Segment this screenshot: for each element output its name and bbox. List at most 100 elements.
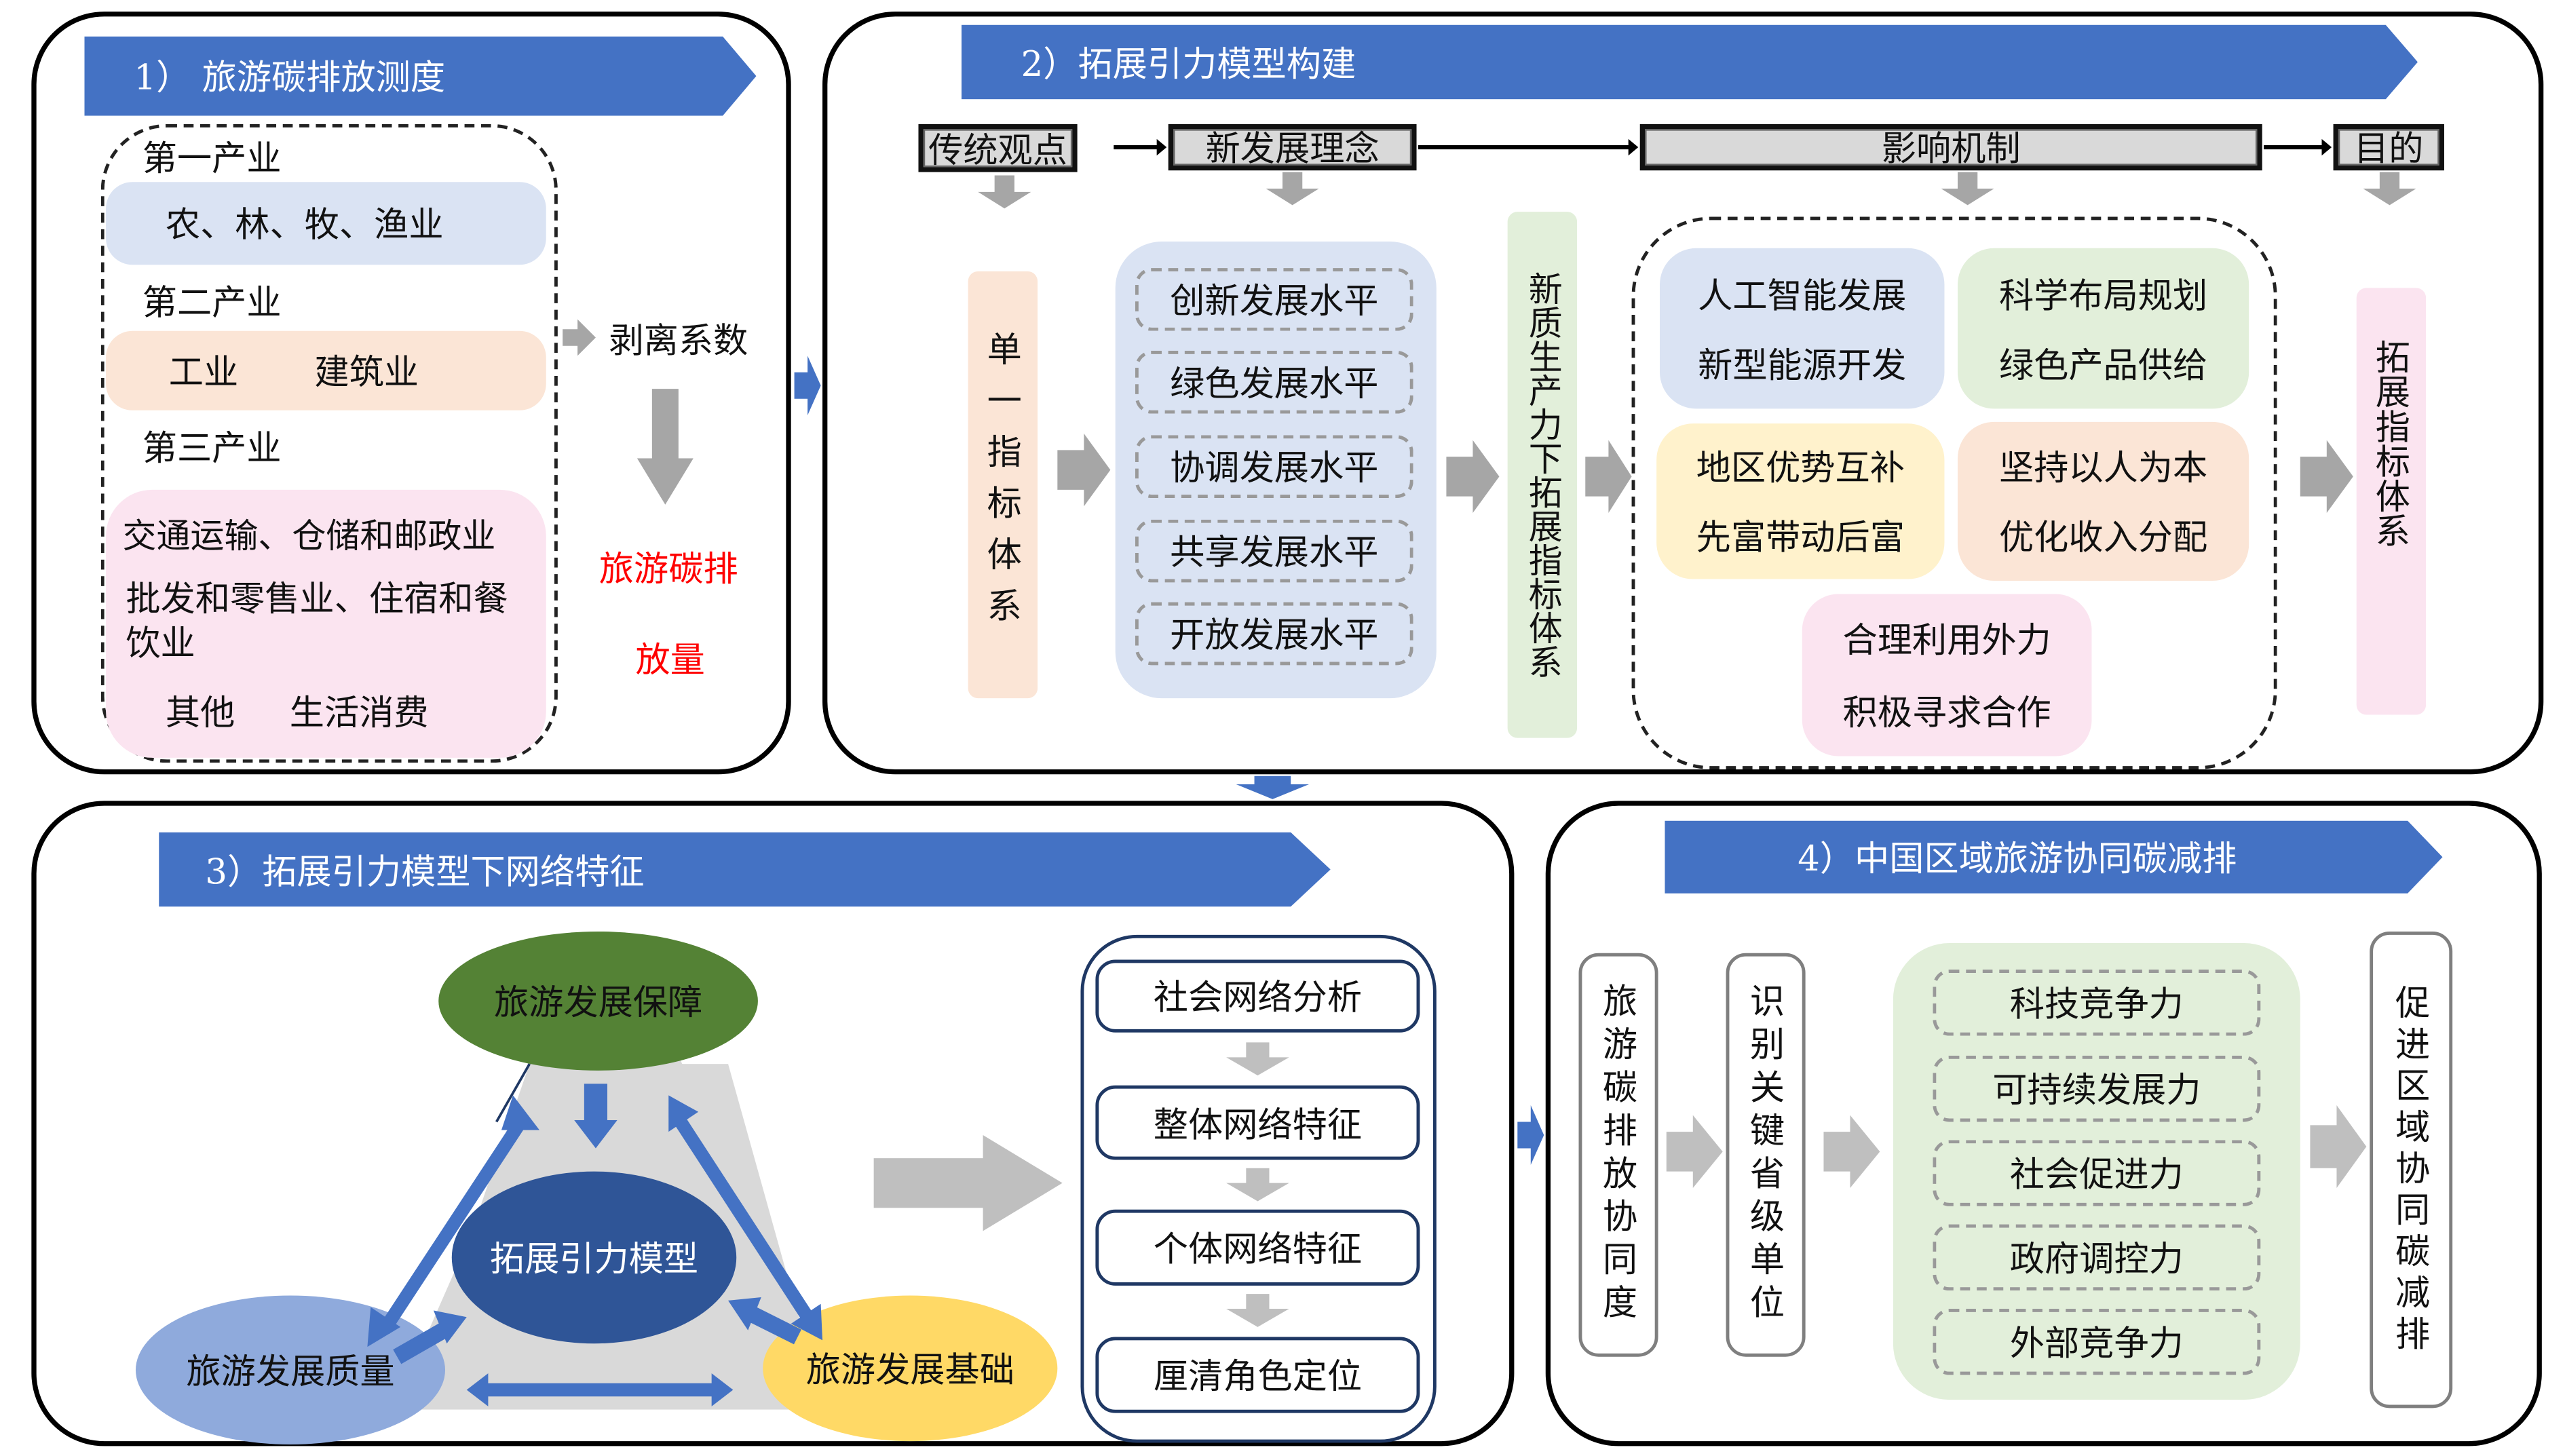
- mechanism-group: [1631, 216, 2277, 769]
- secondary-item-construction: 建筑业: [314, 352, 419, 392]
- mechanism-people-line2: 优化收入分配: [1998, 518, 2208, 558]
- mechanism-planning-green: 科学布局规划 绿色产品供给: [1957, 248, 2249, 409]
- new-quality-index-box: 新质生产力下拓展指标体系: [1507, 212, 1578, 738]
- key-provinces-box: 识别关键省级单位: [1726, 953, 1806, 1357]
- flow-arrow-3-icon: [1585, 440, 1632, 513]
- force-social: 社会促进力: [1933, 1140, 2261, 1206]
- force-sustainability: 可持续发展力: [1933, 1055, 2261, 1122]
- expanded-index-box: 拓展指标体系: [2356, 288, 2427, 715]
- header-arrow-2-icon: [1418, 138, 1639, 156]
- big-arrow-right-icon: [873, 1134, 1063, 1231]
- header-traditional: 传统观点: [918, 123, 1078, 172]
- connector-arrow-right-2-icon: [1517, 1105, 1544, 1165]
- force-technology: 科技竞争力: [1933, 970, 2261, 1036]
- p4-flow-arrow-2-icon: [1823, 1115, 1880, 1188]
- secondary-industry-box: 工业 建筑业: [106, 330, 546, 410]
- step-role-positioning: 厘清角色定位: [1095, 1337, 1420, 1413]
- panel1-title: 1） 旅游碳排放测度: [134, 58, 446, 98]
- panel2-title-banner: 2）拓展引力模型构建: [961, 24, 2418, 100]
- result-label-line1: 旅游碳排: [598, 549, 738, 590]
- node-left-label: 旅游发展质量: [186, 1352, 395, 1392]
- result-label-line2: 放量: [635, 640, 705, 681]
- node-right-label: 旅游发展基础: [805, 1349, 1014, 1390]
- flow-arrow-2-icon: [1446, 440, 1500, 513]
- coefficient-label: 剥离系数: [609, 321, 748, 361]
- tertiary-item-transport: 交通运输、仓储和邮政业: [122, 516, 496, 556]
- panel1-title-banner: 1） 旅游碳排放测度: [84, 36, 757, 116]
- secondary-industry-label: 第二产业: [142, 283, 282, 323]
- arrow-left-to-center-icon: [393, 1310, 467, 1364]
- arrow-right-icon: [563, 319, 596, 356]
- consumption-item: 生活消费: [289, 693, 429, 733]
- tertiary-industry-label: 第三产业: [142, 428, 282, 469]
- dev-level-green: 绿色发展水平: [1135, 351, 1413, 414]
- industry-group: [100, 123, 558, 763]
- node-tourism-guarantee: 旅游发展保障: [438, 931, 758, 1071]
- dev-levels-group: [1115, 242, 1437, 699]
- force-government: 政府调控力: [1933, 1224, 2261, 1291]
- single-index-box: 单一指标体系: [968, 271, 1038, 699]
- arrow-top-to-center-icon: [574, 1084, 618, 1149]
- dev-level-coordination: 协调发展水平: [1135, 435, 1413, 499]
- panel3-title-banner: 3）拓展引力模型下网络特征: [159, 832, 1331, 907]
- panel2-title: 2）拓展引力模型构建: [1021, 43, 1356, 84]
- mechanism-external-cooperation: 合理利用外力 积极寻求合作: [1802, 594, 2092, 756]
- header-arrow-3-icon: [2264, 138, 2332, 156]
- arrow-right-side-icon: [668, 1095, 823, 1341]
- flow-arrow-4-icon: [2300, 440, 2353, 513]
- carbon-synergy-box: 旅游碳排放协同度: [1578, 953, 1658, 1357]
- dev-level-openness: 开放发展水平: [1135, 602, 1413, 666]
- dev-level-sharing: 共享发展水平: [1135, 519, 1413, 583]
- arrow-right-to-center-icon: [728, 1297, 801, 1345]
- header-purpose: 目的: [2333, 123, 2444, 171]
- connector-arrow-down-icon: [1236, 775, 1310, 799]
- force-external: 外部竞争力: [1933, 1309, 2261, 1375]
- step-arrow-3-icon: [1226, 1294, 1289, 1327]
- mechanism-regional-wealth: 地区优势互补 先富带动后富: [1656, 423, 1945, 579]
- tertiary-industry-box: [106, 489, 546, 758]
- panel3-title: 3）拓展引力模型下网络特征: [205, 851, 645, 892]
- header-arrow-1-icon: [1114, 138, 1167, 156]
- arrow-down-icon: [636, 389, 694, 505]
- node-top-label: 旅游发展保障: [493, 982, 703, 1023]
- header-new-concept: 新发展理念: [1168, 123, 1417, 171]
- primary-industry-items: 农、林、牧、渔业: [165, 205, 444, 245]
- down-arrow-mechanism-icon: [1941, 172, 1994, 206]
- mechanism-external-line2: 积极寻求合作: [1842, 693, 2051, 733]
- step-arrow-1-icon: [1226, 1042, 1289, 1076]
- mechanism-planning-line2: 绿色产品供给: [1998, 345, 2208, 385]
- mechanism-regional-line2: 先富带动后富: [1696, 518, 1905, 558]
- step-overall-network: 整体网络特征: [1095, 1085, 1420, 1160]
- primary-industry-label: 第一产业: [142, 138, 282, 179]
- connector-arrow-right-icon: [794, 356, 821, 416]
- tertiary-item-retail: 批发和零售业、住宿和餐饮业: [126, 579, 508, 664]
- mechanism-regional-line1: 地区优势互补: [1696, 448, 1905, 488]
- node-gravity-model: 拓展引力模型: [451, 1171, 737, 1344]
- mechanism-ai-line2: 新型能源开发: [1698, 345, 1907, 385]
- secondary-item-industry: 工业: [168, 352, 239, 392]
- forces-group: [1893, 943, 2300, 1400]
- mechanism-ai-energy: 人工智能发展 新型能源开发: [1660, 248, 1945, 409]
- panel4-title-banner: 4）中国区域旅游协同碳减排: [1665, 820, 2443, 894]
- primary-industry-box: 农、林、牧、渔业: [106, 182, 546, 265]
- panel4-title: 4）中国区域旅游协同碳减排: [1798, 839, 2237, 879]
- flow-arrow-1-icon: [1057, 433, 1111, 507]
- network-steps-group: [1080, 934, 1437, 1443]
- step-arrow-2-icon: [1226, 1168, 1289, 1202]
- goal-box: 促进区域协同碳减排: [2370, 931, 2453, 1409]
- mechanism-planning-line1: 科学布局规划: [1998, 275, 2208, 315]
- node-center-label: 拓展引力模型: [489, 1239, 699, 1280]
- mechanism-people-income: 坚持以人为本 优化收入分配: [1957, 421, 2249, 581]
- p4-flow-arrow-1-icon: [1666, 1115, 1723, 1188]
- down-arrow-new-concept-icon: [1266, 172, 1319, 206]
- mechanism-ai-line1: 人工智能发展: [1698, 275, 1907, 315]
- down-arrow-purpose-icon: [2363, 172, 2416, 206]
- step-social-network: 社会网络分析: [1095, 959, 1420, 1033]
- mechanism-external-line1: 合理利用外力: [1842, 620, 2051, 661]
- mechanism-people-line1: 坚持以人为本: [1998, 448, 2208, 488]
- arrow-left-side-icon: [367, 1095, 540, 1347]
- p4-flow-arrow-3-icon: [2310, 1105, 2367, 1188]
- step-individual-network: 个体网络特征: [1095, 1209, 1420, 1286]
